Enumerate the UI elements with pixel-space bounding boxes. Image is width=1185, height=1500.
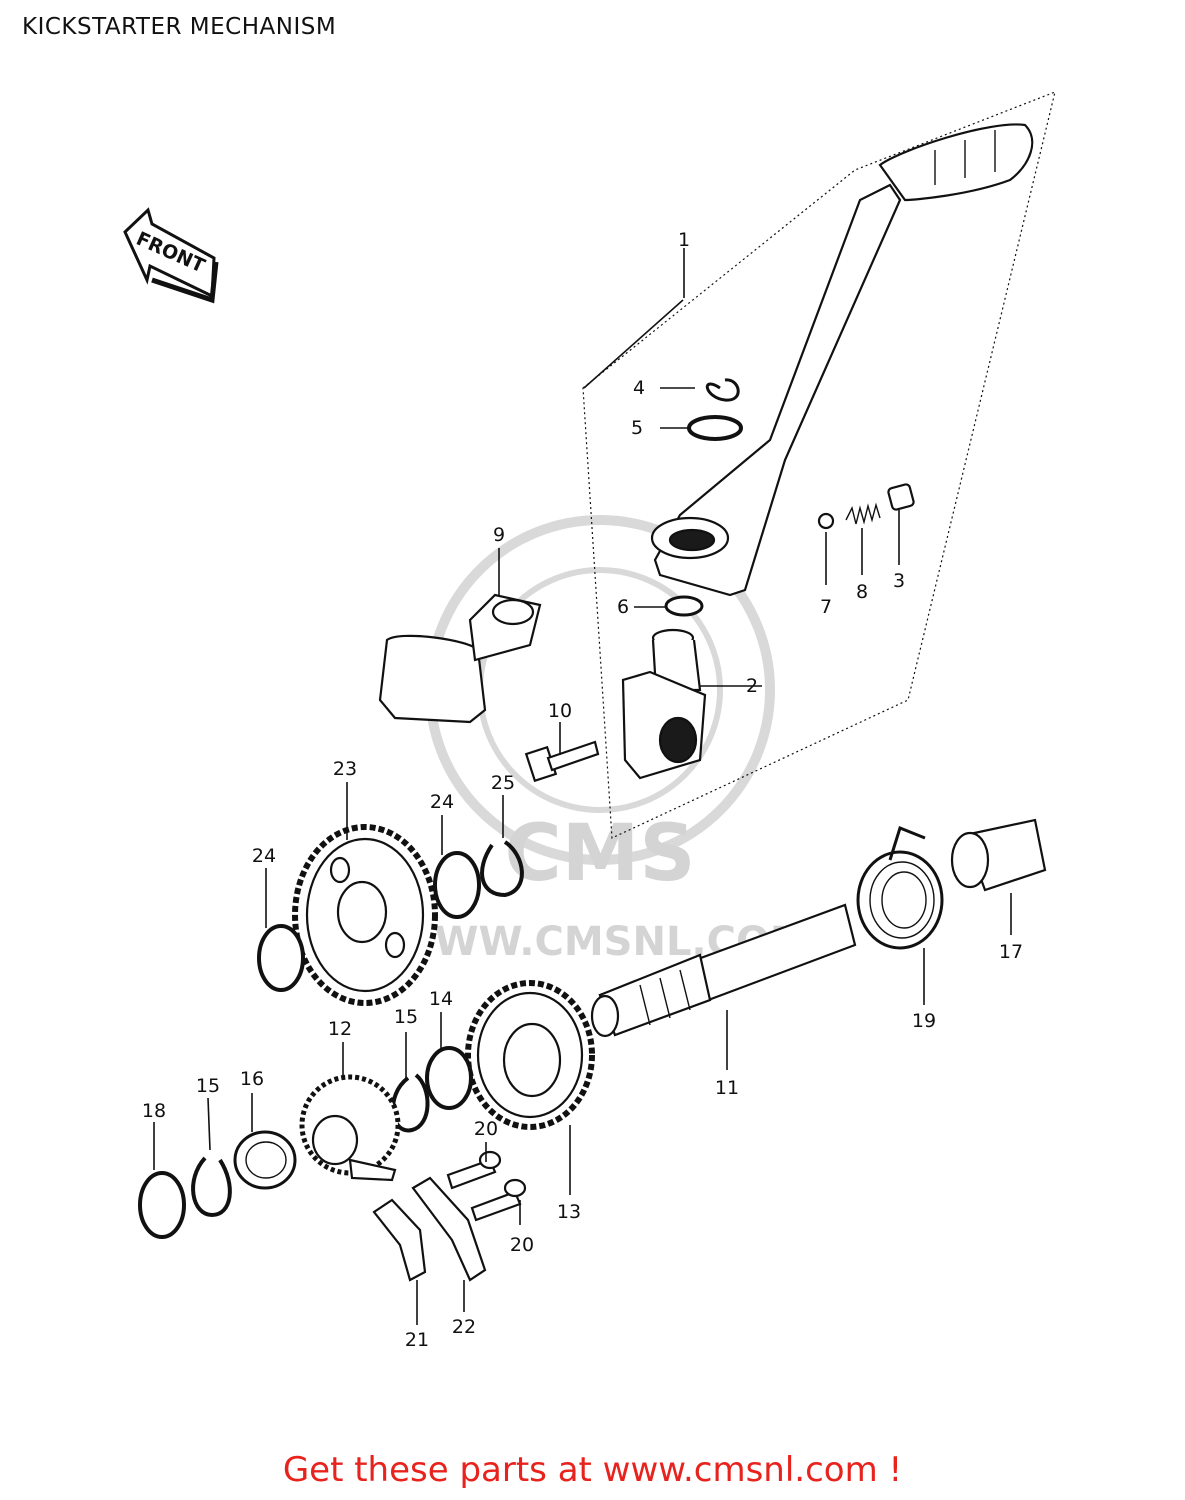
spring-8: [845, 502, 881, 525]
part-label-4: 4: [633, 377, 645, 399]
gear-23: [292, 824, 438, 1006]
spring-19: [856, 826, 944, 950]
part-label-3: 3: [893, 570, 905, 592]
spring-16: [233, 1130, 297, 1190]
part-label-1: 1: [678, 229, 690, 251]
part-label-17: 17: [999, 941, 1023, 963]
part-label-24a: 24: [252, 845, 276, 867]
part-label-13: 13: [557, 1201, 581, 1223]
kick-boss: [621, 628, 707, 780]
part-label-16: 16: [240, 1068, 264, 1090]
gear-13: [465, 980, 595, 1130]
part-label-10: 10: [548, 700, 572, 722]
part-label-15b: 15: [196, 1075, 220, 1097]
part-label-8: 8: [856, 581, 868, 603]
part-label-7: 7: [820, 596, 832, 618]
part-label-12: 12: [328, 1018, 352, 1040]
part-label-24b: 24: [430, 791, 454, 813]
part-number-labels: 1 2 3 4 5 6 7 8 9 10 11 12 13 14 15 15 1…: [142, 229, 1023, 1351]
part-label-21: 21: [405, 1329, 429, 1351]
part-label-20b: 20: [510, 1234, 534, 1256]
part-label-11: 11: [715, 1077, 739, 1099]
watermark-logo: CMS: [504, 809, 695, 899]
part-label-19: 19: [912, 1010, 936, 1032]
part-label-15a: 15: [394, 1006, 418, 1028]
kick-lever: [650, 123, 1034, 597]
footer-cta[interactable]: Get these parts at www.cmsnl.com !: [282, 1450, 903, 1490]
bolt-10: [524, 740, 600, 783]
kick-shaft: [590, 903, 857, 1038]
front-arrow-icon: FRONT: [123, 207, 219, 304]
part-label-2: 2: [746, 675, 758, 697]
ratchet-12: [299, 1074, 401, 1182]
part-label-5: 5: [631, 417, 643, 439]
part-label-23: 23: [333, 758, 357, 780]
guide-17: [950, 818, 1047, 892]
diagram-title: KICKSTARTER MECHANISM: [22, 14, 337, 40]
part-label-20a: 20: [474, 1118, 498, 1140]
leader-lines: [153, 248, 1012, 1325]
part-label-6: 6: [617, 596, 629, 618]
part-label-9: 9: [493, 524, 505, 546]
part-label-14: 14: [429, 988, 453, 1010]
kick-cover: [378, 593, 542, 724]
part-label-22: 22: [452, 1316, 476, 1338]
part-label-18: 18: [142, 1100, 166, 1122]
part-label-25: 25: [491, 772, 515, 794]
